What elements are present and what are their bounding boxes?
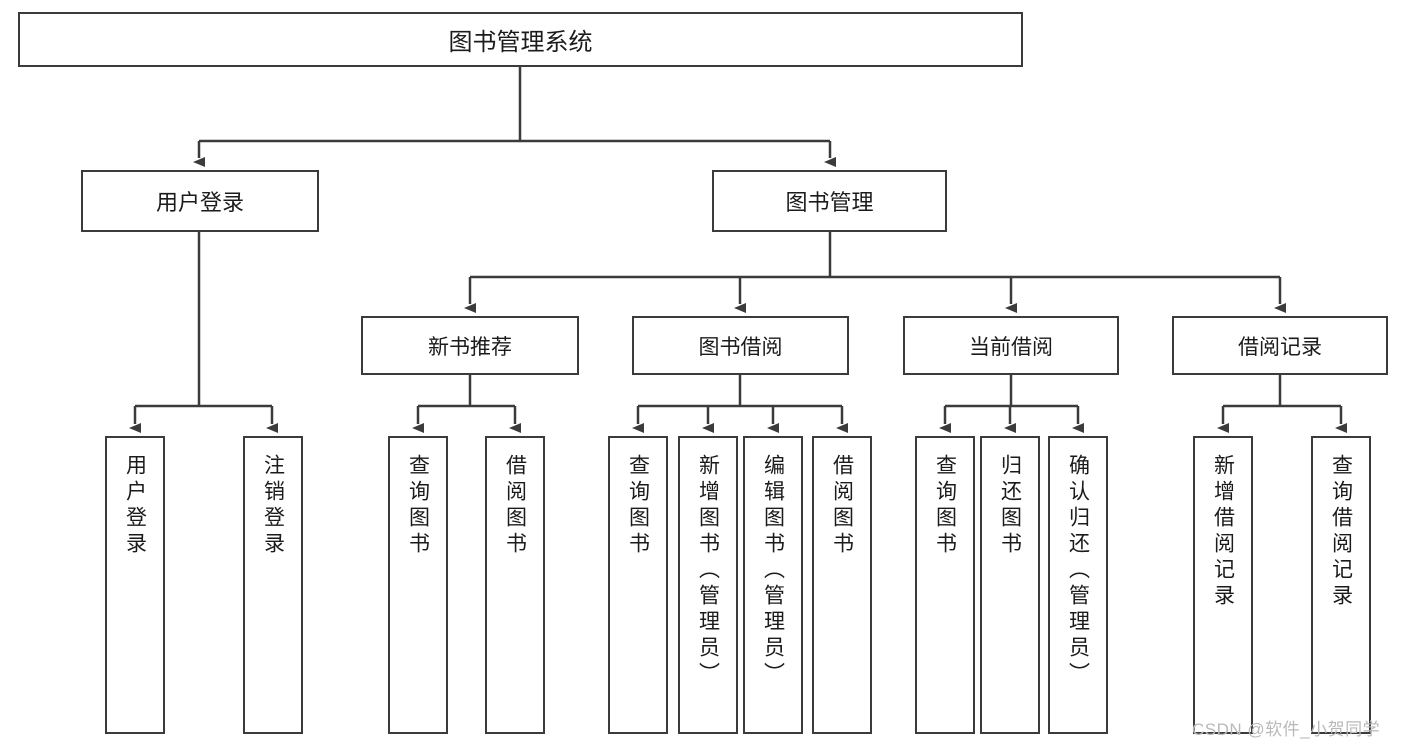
leaf-query-book-borrow[interactable]: 查询图书 xyxy=(608,436,668,734)
leaf-edit-book-admin[interactable]: 编辑图书（管理员） xyxy=(743,436,803,734)
node-root[interactable]: 图书管理系统 xyxy=(18,12,1023,67)
node-new-book-recommend-label: 新书推荐 xyxy=(428,335,512,359)
node-borrow-record[interactable]: 借阅记录 xyxy=(1172,316,1388,375)
leaf-borrow-book[interactable]: 借阅图书 xyxy=(812,436,872,734)
leaf-query-borrow-record-label: 查询借阅记录 xyxy=(1329,454,1353,610)
leaf-query-book-current-label: 查询图书 xyxy=(933,454,957,558)
leaf-add-borrow-record-label: 新增借阅记录 xyxy=(1211,454,1235,610)
node-current-borrow[interactable]: 当前借阅 xyxy=(903,316,1119,375)
node-new-book-recommend[interactable]: 新书推荐 xyxy=(361,316,579,375)
leaf-logout-label: 注销登录 xyxy=(261,454,285,558)
node-book-management[interactable]: 图书管理 xyxy=(712,170,947,232)
leaf-query-book-recommend-label: 查询图书 xyxy=(406,454,430,558)
leaf-user-login-label: 用户登录 xyxy=(123,454,147,558)
node-book-borrow[interactable]: 图书借阅 xyxy=(632,316,849,375)
leaf-query-book-recommend[interactable]: 查询图书 xyxy=(388,436,448,734)
leaf-add-book-admin-label: 新增图书（管理员） xyxy=(696,454,720,688)
leaf-confirm-return-admin-label: 确认归还（管理员） xyxy=(1066,454,1090,688)
leaf-query-book-borrow-label: 查询图书 xyxy=(626,454,650,558)
node-borrow-record-label: 借阅记录 xyxy=(1238,335,1322,359)
leaf-borrow-book-recommend-label: 借阅图书 xyxy=(503,454,527,558)
leaf-borrow-book-label: 借阅图书 xyxy=(830,454,854,558)
watermark: CSDN @软件_小贺同学 xyxy=(1192,720,1381,739)
node-user-login-label: 用户登录 xyxy=(155,190,244,215)
leaf-return-book[interactable]: 归还图书 xyxy=(980,436,1040,734)
leaf-query-book-current[interactable]: 查询图书 xyxy=(915,436,975,734)
node-current-borrow-label: 当前借阅 xyxy=(969,335,1053,359)
leaf-add-book-admin[interactable]: 新增图书（管理员） xyxy=(678,436,738,734)
leaf-edit-book-admin-label: 编辑图书（管理员） xyxy=(761,454,785,688)
node-book-borrow-label: 图书借阅 xyxy=(698,335,783,359)
leaf-logout[interactable]: 注销登录 xyxy=(243,436,303,734)
leaf-user-login[interactable]: 用户登录 xyxy=(105,436,165,734)
leaf-borrow-book-recommend[interactable]: 借阅图书 xyxy=(485,436,545,734)
leaf-return-book-label: 归还图书 xyxy=(998,454,1022,558)
node-book-management-label: 图书管理 xyxy=(785,190,874,215)
leaf-confirm-return-admin[interactable]: 确认归还（管理员） xyxy=(1048,436,1108,734)
leaf-add-borrow-record[interactable]: 新增借阅记录 xyxy=(1193,436,1253,734)
node-user-login[interactable]: 用户登录 xyxy=(81,170,319,232)
node-root-label: 图书管理系统 xyxy=(448,29,593,56)
leaf-query-borrow-record[interactable]: 查询借阅记录 xyxy=(1311,436,1371,734)
